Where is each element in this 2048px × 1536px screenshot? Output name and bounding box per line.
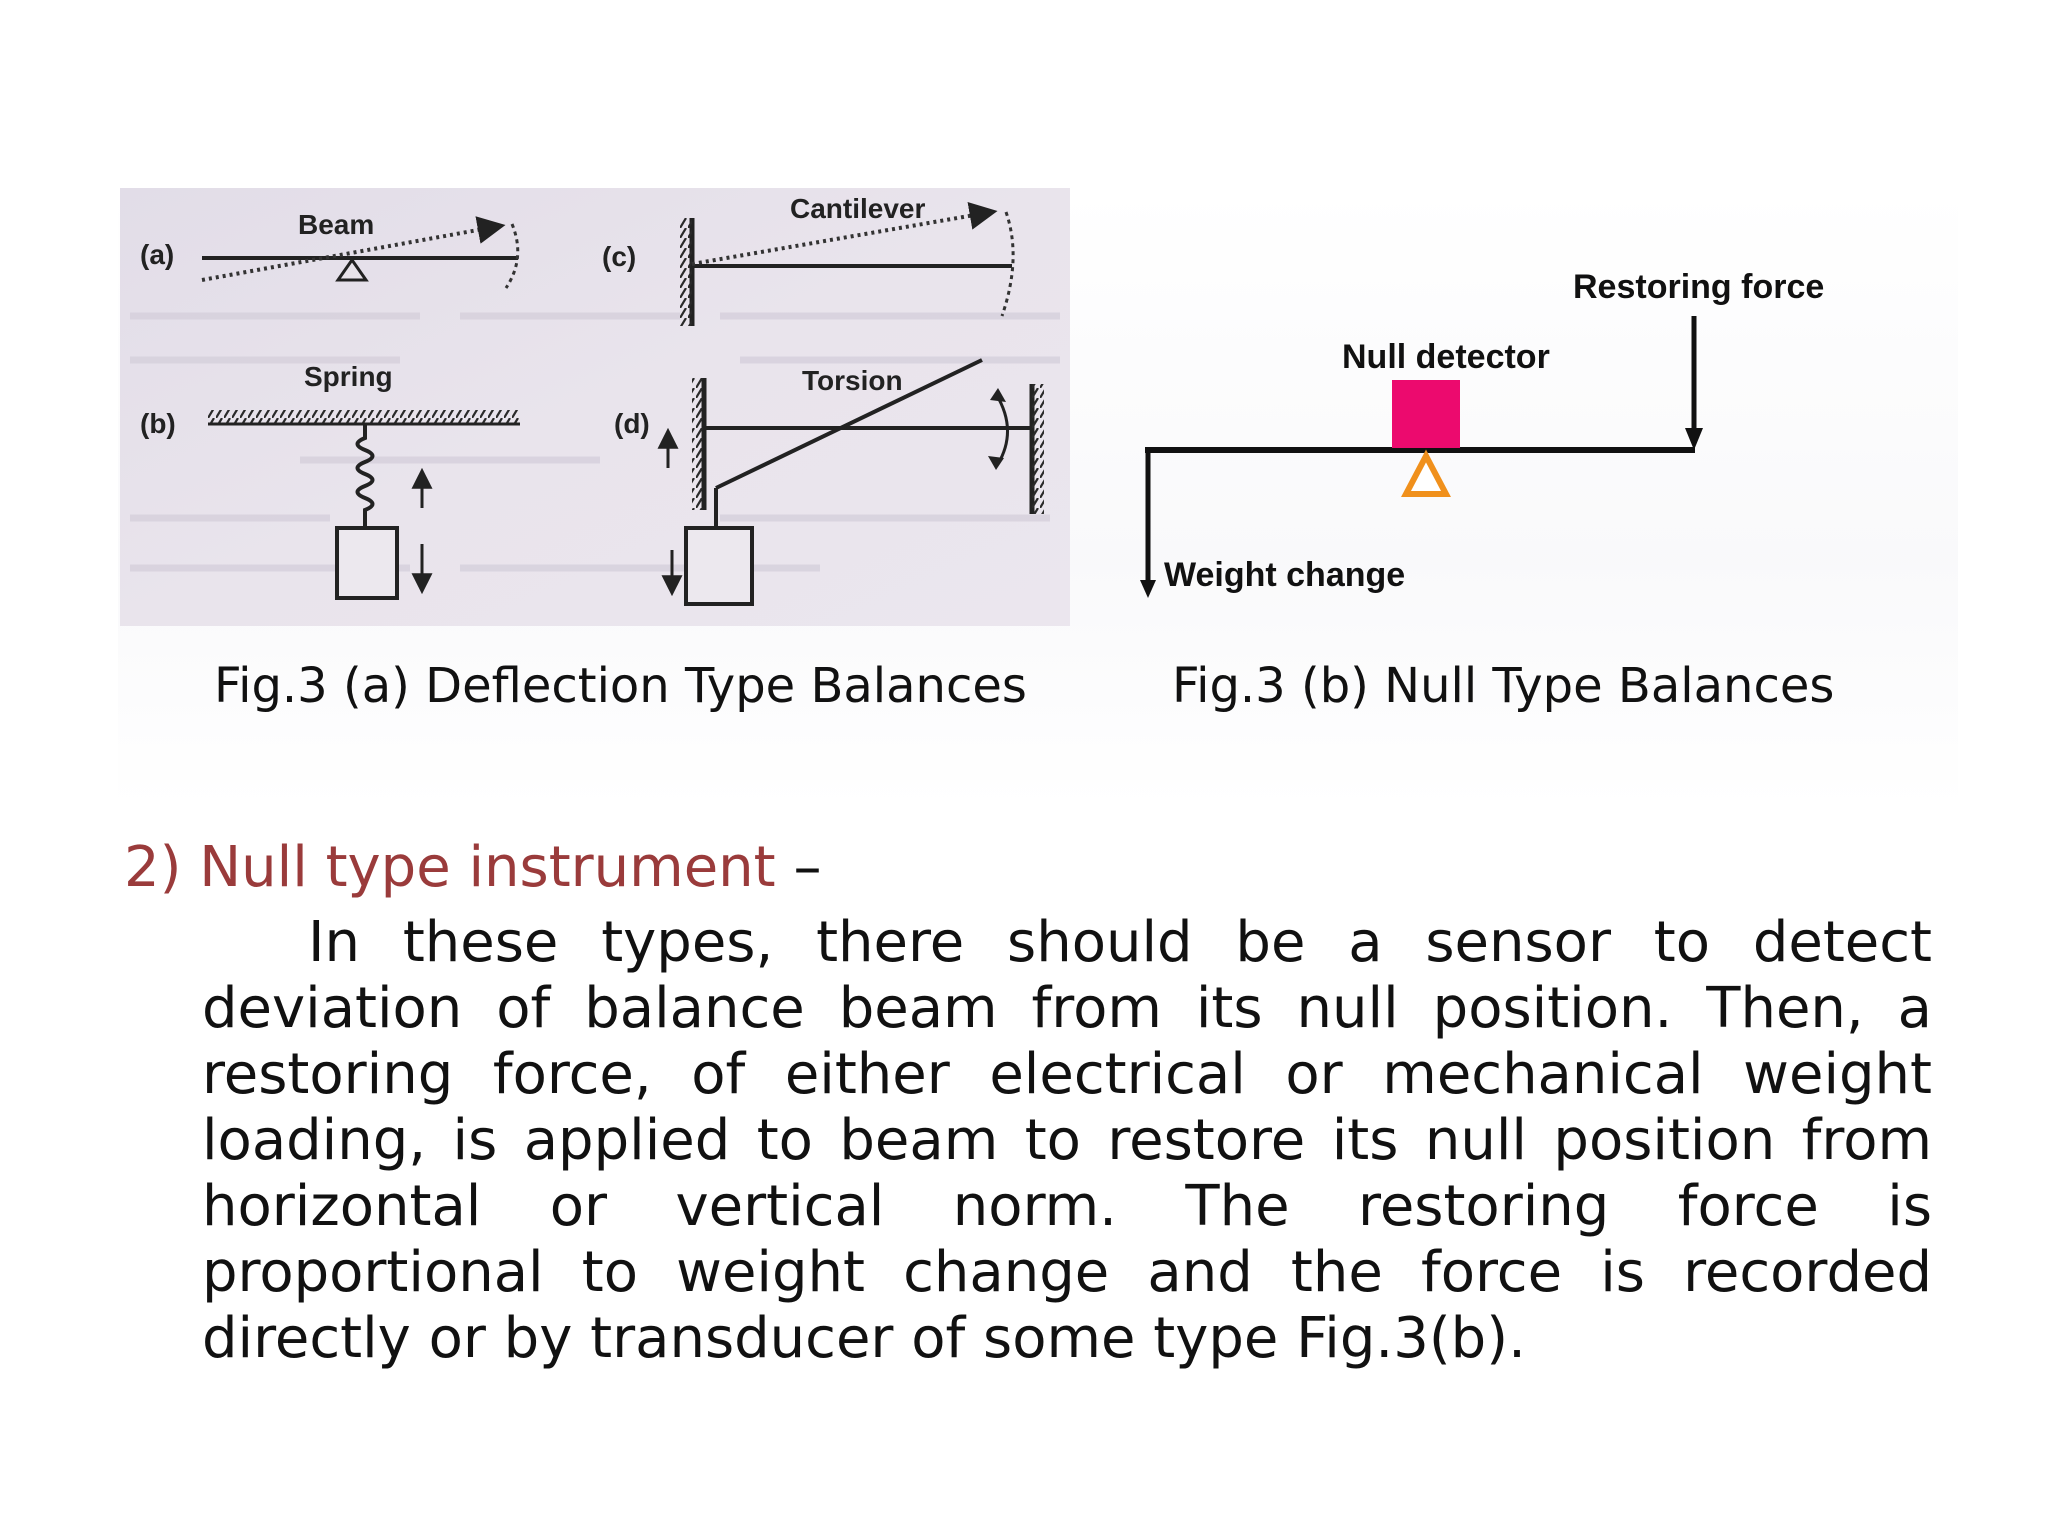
- caption-null-balances: Fig.3 (b) Null Type Balances: [1172, 658, 1835, 714]
- null-detector-block: [1392, 380, 1460, 448]
- label-weight-change: Weight change: [1164, 556, 1405, 594]
- cantilever-arc: [1000, 211, 1015, 317]
- torsion-mass: [684, 526, 754, 606]
- label-restoring-force: Restoring force: [1573, 268, 1824, 306]
- label-null-detector: Null detector: [1342, 338, 1550, 376]
- figure-null-balance: Restoring force Null detector Weight cha…: [1120, 188, 1940, 626]
- deflection-diagram: (a) Beam (b) Spring (c) Cantilever: [120, 188, 1070, 626]
- figure-deflection-balances: (a) Beam (b) Spring (c) Cantilever: [120, 188, 1070, 626]
- label-torsion: Torsion: [802, 365, 903, 396]
- section-heading: 2) Null type instrument –: [124, 832, 821, 904]
- section-title: 2) Null type instrument: [124, 835, 776, 900]
- caption-deflection-balances: Fig.3 (a) Deflection Type Balances: [214, 658, 1027, 714]
- spring-support: [208, 410, 520, 424]
- torsion-arc-head-bottom: [988, 456, 1004, 470]
- label-b: (b): [140, 408, 176, 439]
- torsion-right-hatch: [1032, 384, 1044, 514]
- scan-background: [120, 188, 1070, 626]
- spring-coil: [355, 424, 375, 528]
- label-spring: Spring: [304, 361, 393, 392]
- weight-change-arrowhead: [1140, 580, 1156, 598]
- label-c: (c): [602, 241, 636, 272]
- beam-fulcrum-icon: [335, 257, 369, 282]
- null-balance-diagram: Restoring force Null detector Weight cha…: [1140, 268, 1824, 598]
- section-paragraph: In these types, there should be a sensor…: [202, 910, 1932, 1371]
- label-d: (d): [614, 408, 650, 439]
- fulcrum-triangle-icon: [1401, 449, 1451, 497]
- beam-arc: [504, 223, 520, 289]
- torsion-arc-head-top: [990, 388, 1006, 402]
- cantilever-wall-hatch: [680, 218, 692, 326]
- beam-deflected-line: [201, 216, 506, 282]
- spring-mass: [335, 526, 399, 600]
- label-beam: Beam: [298, 209, 374, 240]
- section-dash: –: [775, 835, 822, 900]
- torsion-arm: [715, 358, 983, 490]
- label-cantilever: Cantilever: [790, 193, 925, 224]
- label-a: (a): [140, 239, 174, 270]
- restoring-force-arrowhead: [1685, 428, 1703, 450]
- bleed-through-lines: [130, 312, 1060, 572]
- torsion-left-hatch: [692, 378, 704, 510]
- cantilever-deflected: [691, 202, 998, 266]
